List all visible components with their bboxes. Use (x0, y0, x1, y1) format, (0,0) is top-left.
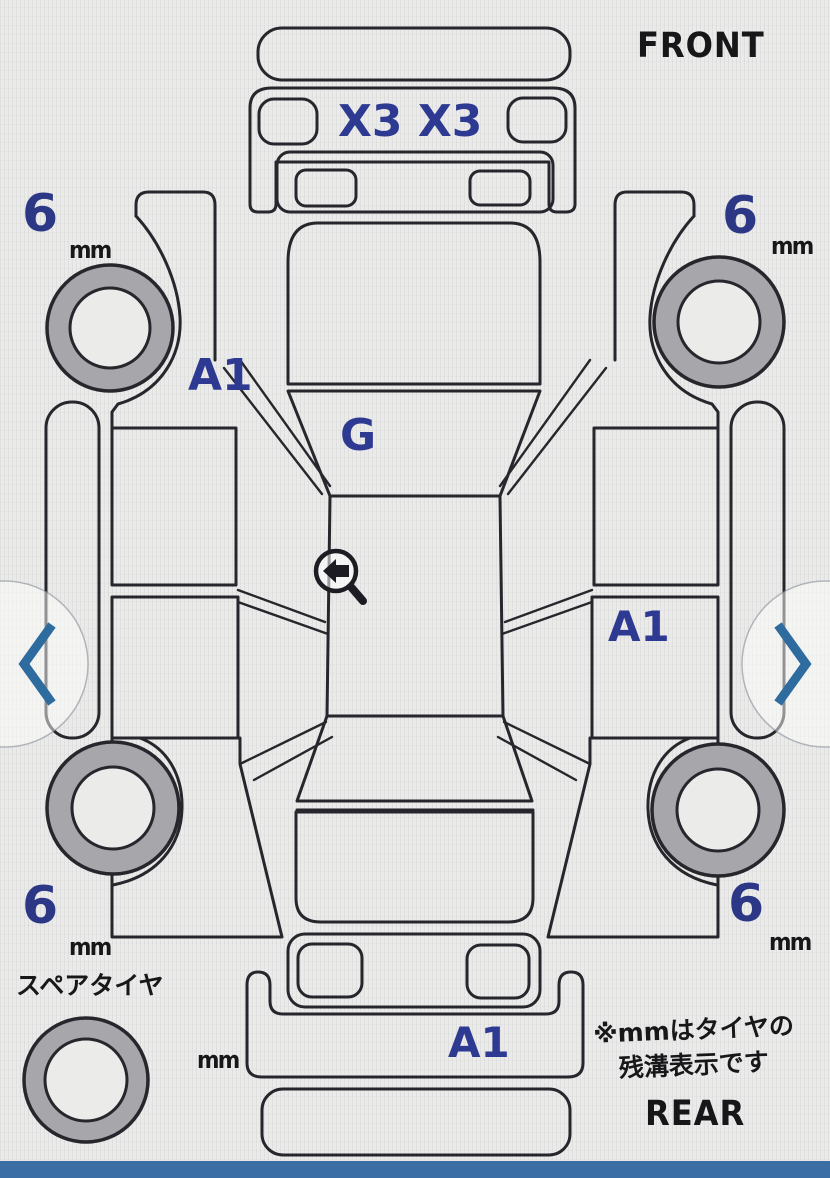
tread-front-right-unit: mm (771, 232, 814, 260)
door-front-right (592, 426, 720, 587)
front-bumper-outline (256, 26, 572, 82)
mark-front-bumper: X3 X3 (338, 96, 483, 147)
tread-rear-left-unit: mm (69, 933, 112, 961)
tread-front-left-unit: mm (69, 236, 112, 264)
c-pillar-lines-left (238, 720, 334, 782)
chevron-left-icon (0, 580, 89, 748)
roof-outline (325, 495, 505, 718)
rear-bumper-outline (245, 970, 585, 1079)
mark-windshield: G (340, 410, 377, 461)
front-label: FRONT (637, 26, 765, 66)
magnifier-glyph (313, 548, 367, 605)
headlight-right (506, 96, 568, 144)
door-front-left (110, 426, 238, 587)
front-fascia-outline (248, 86, 577, 214)
grille-right (468, 169, 532, 207)
rocker-strip-left (44, 400, 101, 740)
mark-right-rear-door: A1 (608, 602, 670, 651)
wheel-arch-rear-left (111, 736, 184, 887)
mark-rear-bumper: A1 (448, 1018, 510, 1067)
next-arrow-button[interactable] (734, 579, 830, 749)
tread-rear-right-unit: mm (769, 928, 812, 956)
c-pillar-lines-right (496, 720, 592, 782)
mark-left-front-fender: A1 (188, 350, 253, 401)
tread-rear-left-value: 6 (22, 876, 59, 936)
b-pillar-lines-right (500, 588, 594, 636)
rear-window-outline (295, 714, 534, 803)
taillight-left (296, 942, 364, 999)
a-pillar-lines-right (498, 358, 608, 496)
wheel-arch-front-right (648, 214, 720, 430)
door-rear-left (110, 595, 240, 740)
quarter-panel-right (546, 736, 720, 939)
grille-left (294, 168, 358, 208)
taillight-panel (286, 932, 542, 1009)
trunk-outline (294, 810, 535, 924)
tread-front-right-value: 6 (722, 186, 759, 246)
headlight-left (257, 97, 319, 146)
fender-front-right (613, 190, 696, 362)
tires (22, 255, 786, 1144)
prev-arrow-button[interactable] (0, 579, 96, 749)
tread-front-left-value: 6 (22, 184, 59, 244)
fender-front-left (134, 190, 217, 362)
wheel-arch-front-left (110, 214, 182, 430)
spare-tire-label: スペアタイヤ (16, 971, 164, 1000)
rear-label: REAR (645, 1094, 746, 1134)
quarter-panel-left (110, 736, 284, 939)
wheel-arch-rear-right (646, 736, 719, 887)
rear-valance-outline (260, 1087, 572, 1157)
grille-panel (275, 150, 555, 214)
tread-rear-right-value: 6 (728, 874, 765, 934)
bottom-bar (0, 1161, 830, 1178)
hood-outline (286, 221, 542, 386)
spare-tire-unit: mm (197, 1046, 240, 1074)
b-pillar-lines-left (236, 588, 330, 636)
a-pillar-lines-left (222, 358, 332, 496)
zoom-magnifier-icon[interactable] (311, 545, 371, 609)
rocker-strip-right (729, 400, 786, 740)
chevron-right-icon (741, 580, 830, 748)
taillight-right (465, 943, 531, 1000)
tread-footnote: ※mmはタイヤの 残溝表示です (593, 1007, 816, 1087)
